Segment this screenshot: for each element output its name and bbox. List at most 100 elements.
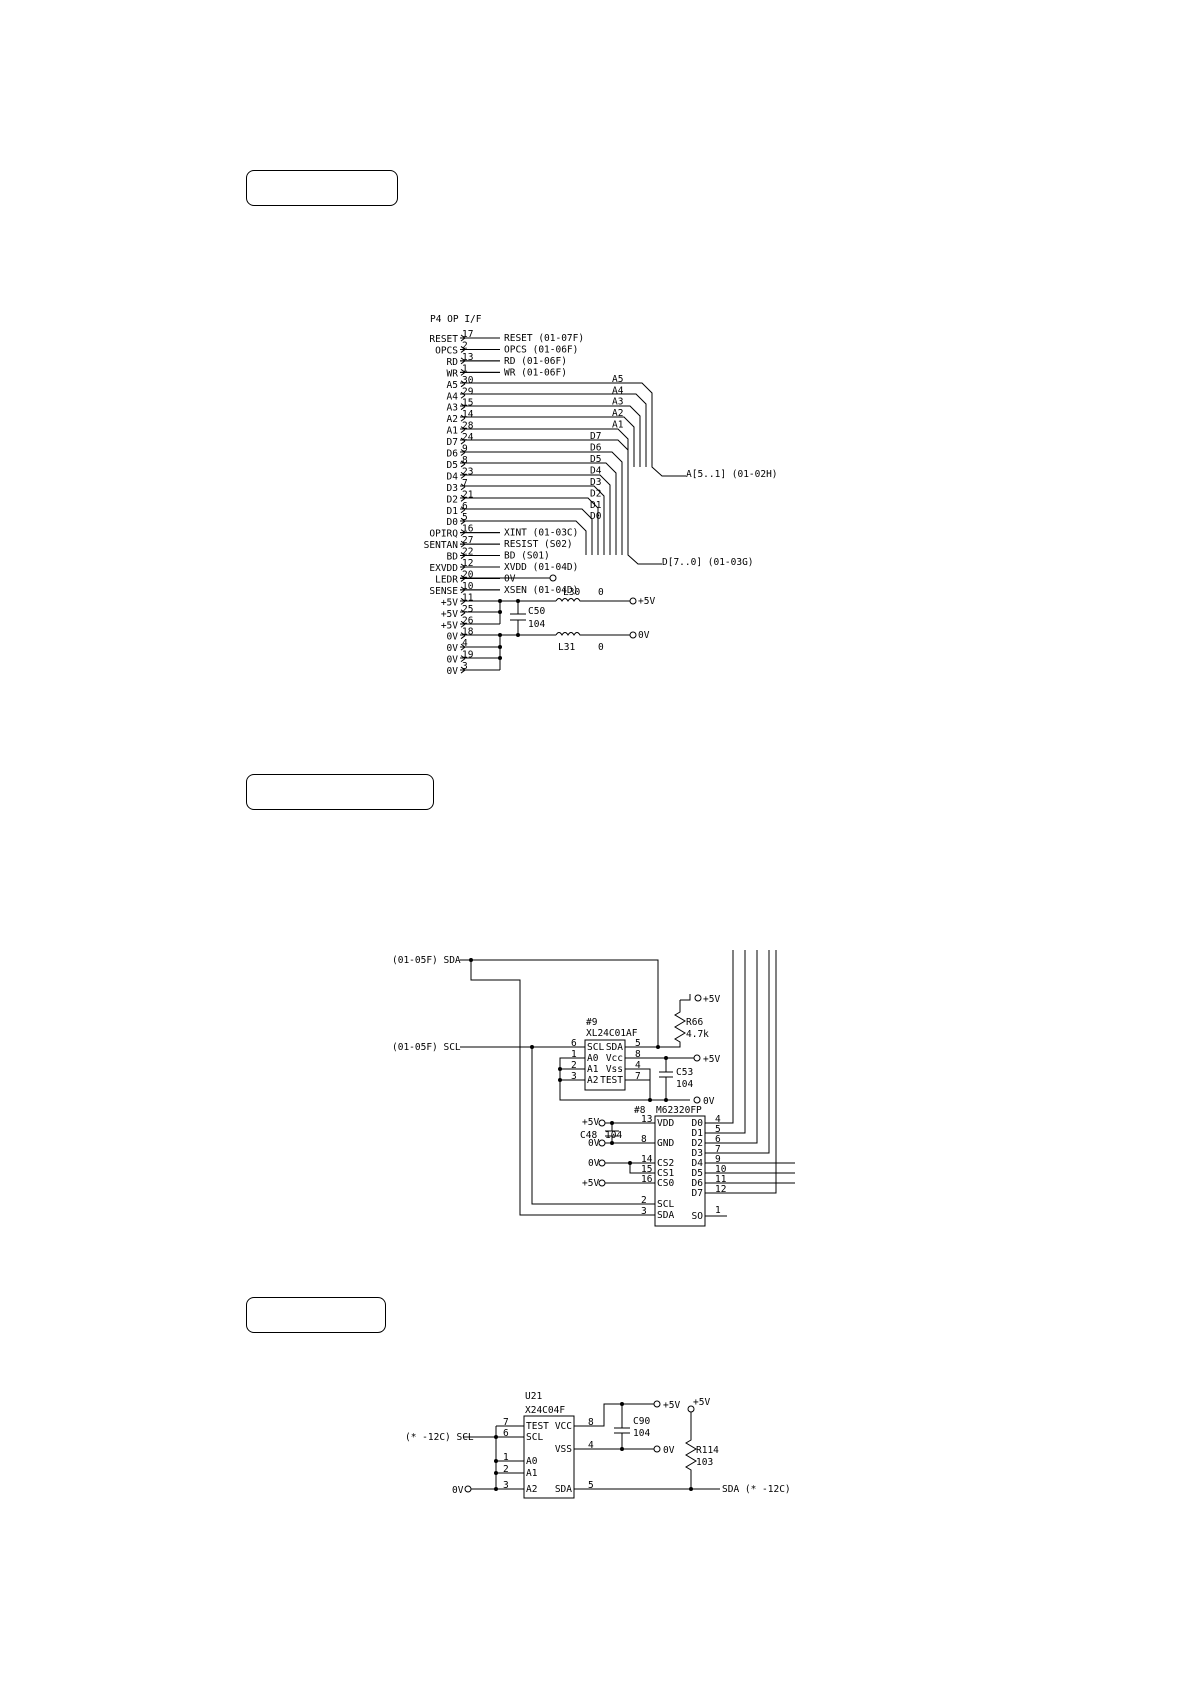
pin-number: 30 (462, 375, 474, 386)
pin-name: +5V (441, 609, 458, 620)
pin-signal: 0V (504, 573, 516, 584)
pin-name: 0V (447, 666, 459, 677)
l30-out: +5V (638, 596, 655, 607)
ic-pin-number: 2 (641, 1195, 647, 1206)
pin-name: BD (447, 552, 459, 563)
ic-pin-label: TEST (600, 1075, 623, 1086)
l31-out: 0V (638, 630, 650, 641)
ic-pin-number: 8 (635, 1049, 641, 1060)
u21-body (523, 1415, 575, 1499)
cs-vdd-rail: +5V (582, 1178, 599, 1189)
u21-gnd: 0V (452, 1485, 464, 1496)
ic-pin-label: A0 (587, 1053, 599, 1064)
c53-ref: C53 (676, 1067, 693, 1078)
ic9-vcc: +5V (703, 1054, 720, 1065)
pin-name: D7 (447, 437, 458, 448)
ic-pin-label: CS1 (657, 1168, 674, 1179)
ic-pin-label: A2 (526, 1484, 537, 1495)
ic-pin-number: 7 (635, 1071, 641, 1082)
pin-number: 2 (462, 340, 468, 351)
ic9-gnd: 0V (703, 1096, 715, 1107)
l31-value: 0 (598, 642, 604, 653)
pin-number: 7 (462, 478, 468, 489)
u21-sda-out: SDA (* -12C) (722, 1484, 791, 1495)
r114-top: +5V (693, 1397, 710, 1408)
ic-pin-label: SDA (657, 1210, 674, 1221)
ic-pin-label: SO (692, 1211, 704, 1222)
ic-pin-label: CS2 (657, 1158, 674, 1169)
ic-pin-number: 14 (641, 1154, 653, 1165)
pin-number: 18 (462, 627, 474, 638)
pin-name: EXVDD (429, 563, 458, 574)
ic-pin-label: D4 (692, 1158, 704, 1169)
pin-number: 4 (462, 638, 468, 649)
ic-pin-label: Vss (606, 1064, 623, 1075)
pin-signal: WR (01-06F) (504, 367, 567, 378)
ic9-body (584, 1039, 626, 1091)
pin-signal: OPCS (01-06F) (504, 344, 578, 355)
ic-pin-label: A1 (587, 1064, 599, 1075)
ic-pin-number: 1 (503, 1452, 509, 1463)
ic-pin-label: VDD (657, 1118, 674, 1129)
r66-value: 4.7k (686, 1029, 709, 1040)
pin-name: 0V (447, 655, 459, 666)
pin-number: 26 (462, 615, 474, 626)
bus-d-label: D[7..0] (01-03G) (662, 557, 754, 568)
ic-pin-number: 7 (715, 1144, 721, 1155)
l31-ref: L31 (558, 642, 575, 653)
ic-pin-label: SCL (526, 1432, 543, 1443)
ic-pin-label: D2 (692, 1138, 703, 1149)
section-title-frame-3 (246, 1297, 386, 1333)
ic-pin-label: TEST (526, 1421, 549, 1432)
ic-pin-number: 4 (588, 1440, 594, 1451)
ic-pin-label: SDA (555, 1484, 572, 1495)
pin-number: 21 (462, 489, 474, 500)
pin-number: 29 (462, 386, 474, 397)
ic-pin-number: 3 (571, 1071, 577, 1082)
pin-signal: RD (01-06F) (504, 356, 567, 367)
pin-name: OPIRQ (429, 529, 458, 540)
pin-number: 15 (462, 398, 473, 409)
ic-pin-number: 6 (571, 1038, 577, 1049)
ic-pin-number: 4 (635, 1060, 641, 1071)
pin-name: D0 (447, 517, 459, 528)
pin-signal: RESET (01-07F) (504, 333, 584, 344)
ic-pin-label: VCC (555, 1421, 572, 1432)
r66-ref: R66 (686, 1017, 703, 1028)
pin-number: 12 (462, 558, 473, 569)
ic-pin-number: 5 (635, 1038, 641, 1049)
bus-line-label: D6 (590, 443, 602, 454)
pin-signal: RESIST (S02) (504, 539, 573, 550)
u21-vss-rail: 0V (663, 1445, 675, 1456)
pin-signal: XVDD (01-04D) (504, 562, 578, 573)
ic-pin-number: 3 (641, 1206, 647, 1217)
pin-signal: XSEN (01-04D) (504, 585, 578, 596)
ic-pin-label: Vcc (606, 1053, 623, 1064)
pin-name: D4 (447, 471, 459, 482)
pin-number: 16 (462, 524, 474, 535)
ic-pin-label: D6 (692, 1178, 704, 1189)
pin-number: 27 (462, 535, 473, 546)
pin-name: A5 (447, 380, 458, 391)
ic-pin-number: 12 (715, 1184, 726, 1195)
power-network: L30 0 +5V L31 0 0V C50 104 (460, 574, 655, 671)
pin-number: 9 (462, 444, 468, 455)
ic-pin-number: 11 (715, 1174, 727, 1185)
ic-pin-number: 15 (641, 1164, 652, 1175)
pin-name: A2 (447, 414, 458, 425)
pin-name: LEDR (435, 574, 458, 585)
sda-input-label: (01-05F) SDA (392, 955, 461, 966)
ic8-gnd-rail: 0V (588, 1138, 600, 1149)
eeprom-dac-schematic: (01-05F) SDA (01-05F) SCL +5V R66 4.7k #… (392, 950, 795, 1227)
c53-value: 104 (676, 1079, 693, 1090)
pin-number: 20 (462, 569, 474, 580)
u21-scl-in: (* -12C) SCL (405, 1432, 474, 1443)
pin-name: OPCS (435, 345, 458, 356)
ic8-body (654, 1115, 706, 1227)
pin-name: D2 (447, 494, 458, 505)
u21-part: X24C04F (525, 1405, 565, 1416)
bus-line-label: A5 (612, 374, 623, 385)
ic-pin-number: 1 (571, 1049, 577, 1060)
